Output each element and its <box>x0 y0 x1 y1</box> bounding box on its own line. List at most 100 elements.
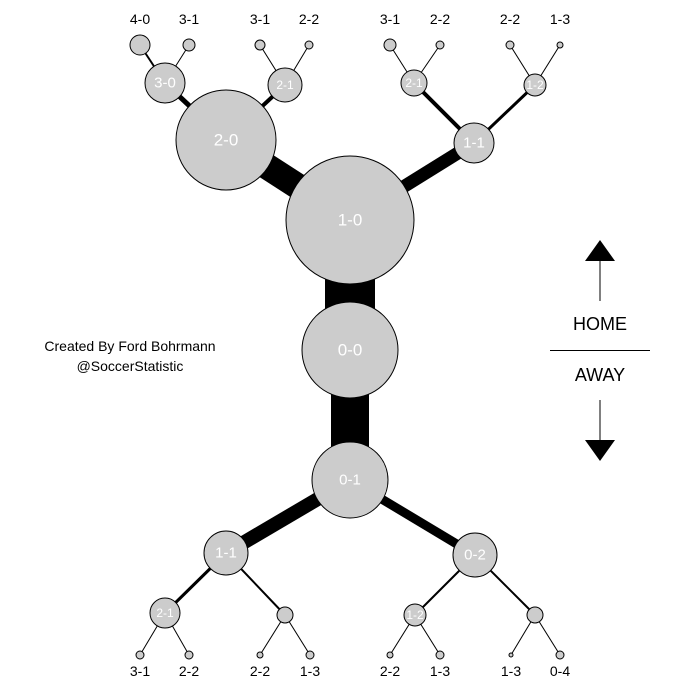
node-label: 0-0 <box>338 341 363 360</box>
node-m13a <box>305 650 315 660</box>
node-l31a <box>182 38 196 52</box>
node-label: 2-1 <box>405 76 423 90</box>
node-m13b <box>435 650 445 660</box>
node-n21c: 2-1 <box>149 597 181 629</box>
leaf-score-label: 2-2 <box>299 11 319 27</box>
node-n00: 0-0 <box>301 301 399 399</box>
node-circle <box>184 650 194 660</box>
node-circle <box>301 301 399 399</box>
leaf-score-label: 1-3 <box>300 663 320 679</box>
node-circle <box>304 40 314 50</box>
node-m31 <box>135 650 145 660</box>
leaf-score-label: 3-1 <box>250 11 270 27</box>
node-n20: 2-0 <box>175 89 277 191</box>
node-label: 3-0 <box>154 75 176 92</box>
leaf-score-label: 3-1 <box>380 11 400 27</box>
node-circle <box>386 651 394 659</box>
leaf-score-label: 1-3 <box>501 663 521 679</box>
leaf-score-label: 3-1 <box>179 11 199 27</box>
node-circle <box>555 650 565 660</box>
node-circle <box>182 38 196 52</box>
credit-text: Created By Ford Bohrmann @SoccerStatisti… <box>20 336 240 376</box>
node-n11b: 1-1 <box>203 530 249 576</box>
node-label: 1-1 <box>463 135 485 152</box>
node-circle <box>256 651 264 659</box>
home-label: HOME <box>573 314 627 334</box>
up-arrow-icon <box>585 240 615 301</box>
node-circle <box>254 39 266 51</box>
leaf-score-label: 2-2 <box>250 663 270 679</box>
node-circle <box>556 41 564 49</box>
node-m22a <box>184 650 194 660</box>
node-circle <box>400 69 428 97</box>
node-label: 1-1 <box>215 545 237 562</box>
leaf-score-label: 1-3 <box>550 11 570 27</box>
node-circle <box>452 532 498 578</box>
node-n11t: 1-1 <box>453 122 495 164</box>
node-n12b1 <box>276 606 294 624</box>
node-label: 2-0 <box>214 131 239 150</box>
home-away-divider <box>550 350 650 351</box>
node-l31b <box>254 39 266 51</box>
leaf-score-label: 0-4 <box>550 663 570 679</box>
node-label: 2-1 <box>156 606 174 620</box>
node-l22a <box>304 40 314 50</box>
node-l22c <box>505 40 515 50</box>
node-m22b <box>256 651 264 659</box>
node-label: 0-1 <box>339 472 361 489</box>
nodes-layer: 0-0 1-0 0-1 2-0 1-1 1-1 0-2 3-0 2-1 2-1 1-2 2-1 1-2 <box>129 34 565 660</box>
node-l13a <box>556 41 564 49</box>
node-l40 <box>129 34 151 56</box>
leaf-score-label: 2-2 <box>500 11 520 27</box>
leaf-score-label: 2-2 <box>430 11 450 27</box>
node-l31c <box>383 38 397 52</box>
node-circle <box>435 650 445 660</box>
node-circle <box>526 606 544 624</box>
node-m22c <box>386 651 394 659</box>
node-label: 2-1 <box>276 78 294 92</box>
node-n10: 1-0 <box>285 155 415 285</box>
node-circle <box>149 597 181 629</box>
node-circle <box>129 34 151 56</box>
node-circle <box>276 606 294 624</box>
node-circle <box>311 441 389 519</box>
node-circle <box>453 122 495 164</box>
node-circle <box>435 40 445 50</box>
node-m13c <box>508 652 514 658</box>
node-circle <box>505 40 515 50</box>
node-label: 1-0 <box>338 211 363 230</box>
node-circle <box>175 89 277 191</box>
node-n12b2: 1-2 <box>403 603 427 627</box>
leaf-score-label: 2-2 <box>380 663 400 679</box>
node-n12t: 1-2 <box>523 73 547 97</box>
down-arrow-icon <box>585 400 615 461</box>
node-circle <box>203 530 249 576</box>
node-n01: 0-1 <box>311 441 389 519</box>
leaf-score-label: 1-3 <box>430 663 450 679</box>
node-n21b: 2-1 <box>400 69 428 97</box>
node-circle <box>267 67 303 103</box>
node-n03 <box>526 606 544 624</box>
node-circle <box>144 62 186 104</box>
credit-author: Created By Ford Bohrmann <box>44 338 216 354</box>
node-label: 1-2 <box>526 78 544 92</box>
node-circle <box>508 652 514 658</box>
node-circle <box>135 650 145 660</box>
node-n30: 3-0 <box>144 62 186 104</box>
direction-arrows <box>585 240 615 461</box>
node-label: 0-2 <box>464 547 486 564</box>
node-circle <box>383 38 397 52</box>
node-n02: 0-2 <box>452 532 498 578</box>
node-circle <box>523 73 547 97</box>
node-circle <box>403 603 427 627</box>
node-circle <box>285 155 415 285</box>
node-label: 1-2 <box>406 608 424 622</box>
node-l22b <box>435 40 445 50</box>
leaf-score-label: 2-2 <box>179 663 199 679</box>
node-n21a: 2-1 <box>267 67 303 103</box>
node-circle <box>305 650 315 660</box>
away-label: AWAY <box>574 365 626 385</box>
credit-handle: @SoccerStatistic <box>76 358 184 374</box>
